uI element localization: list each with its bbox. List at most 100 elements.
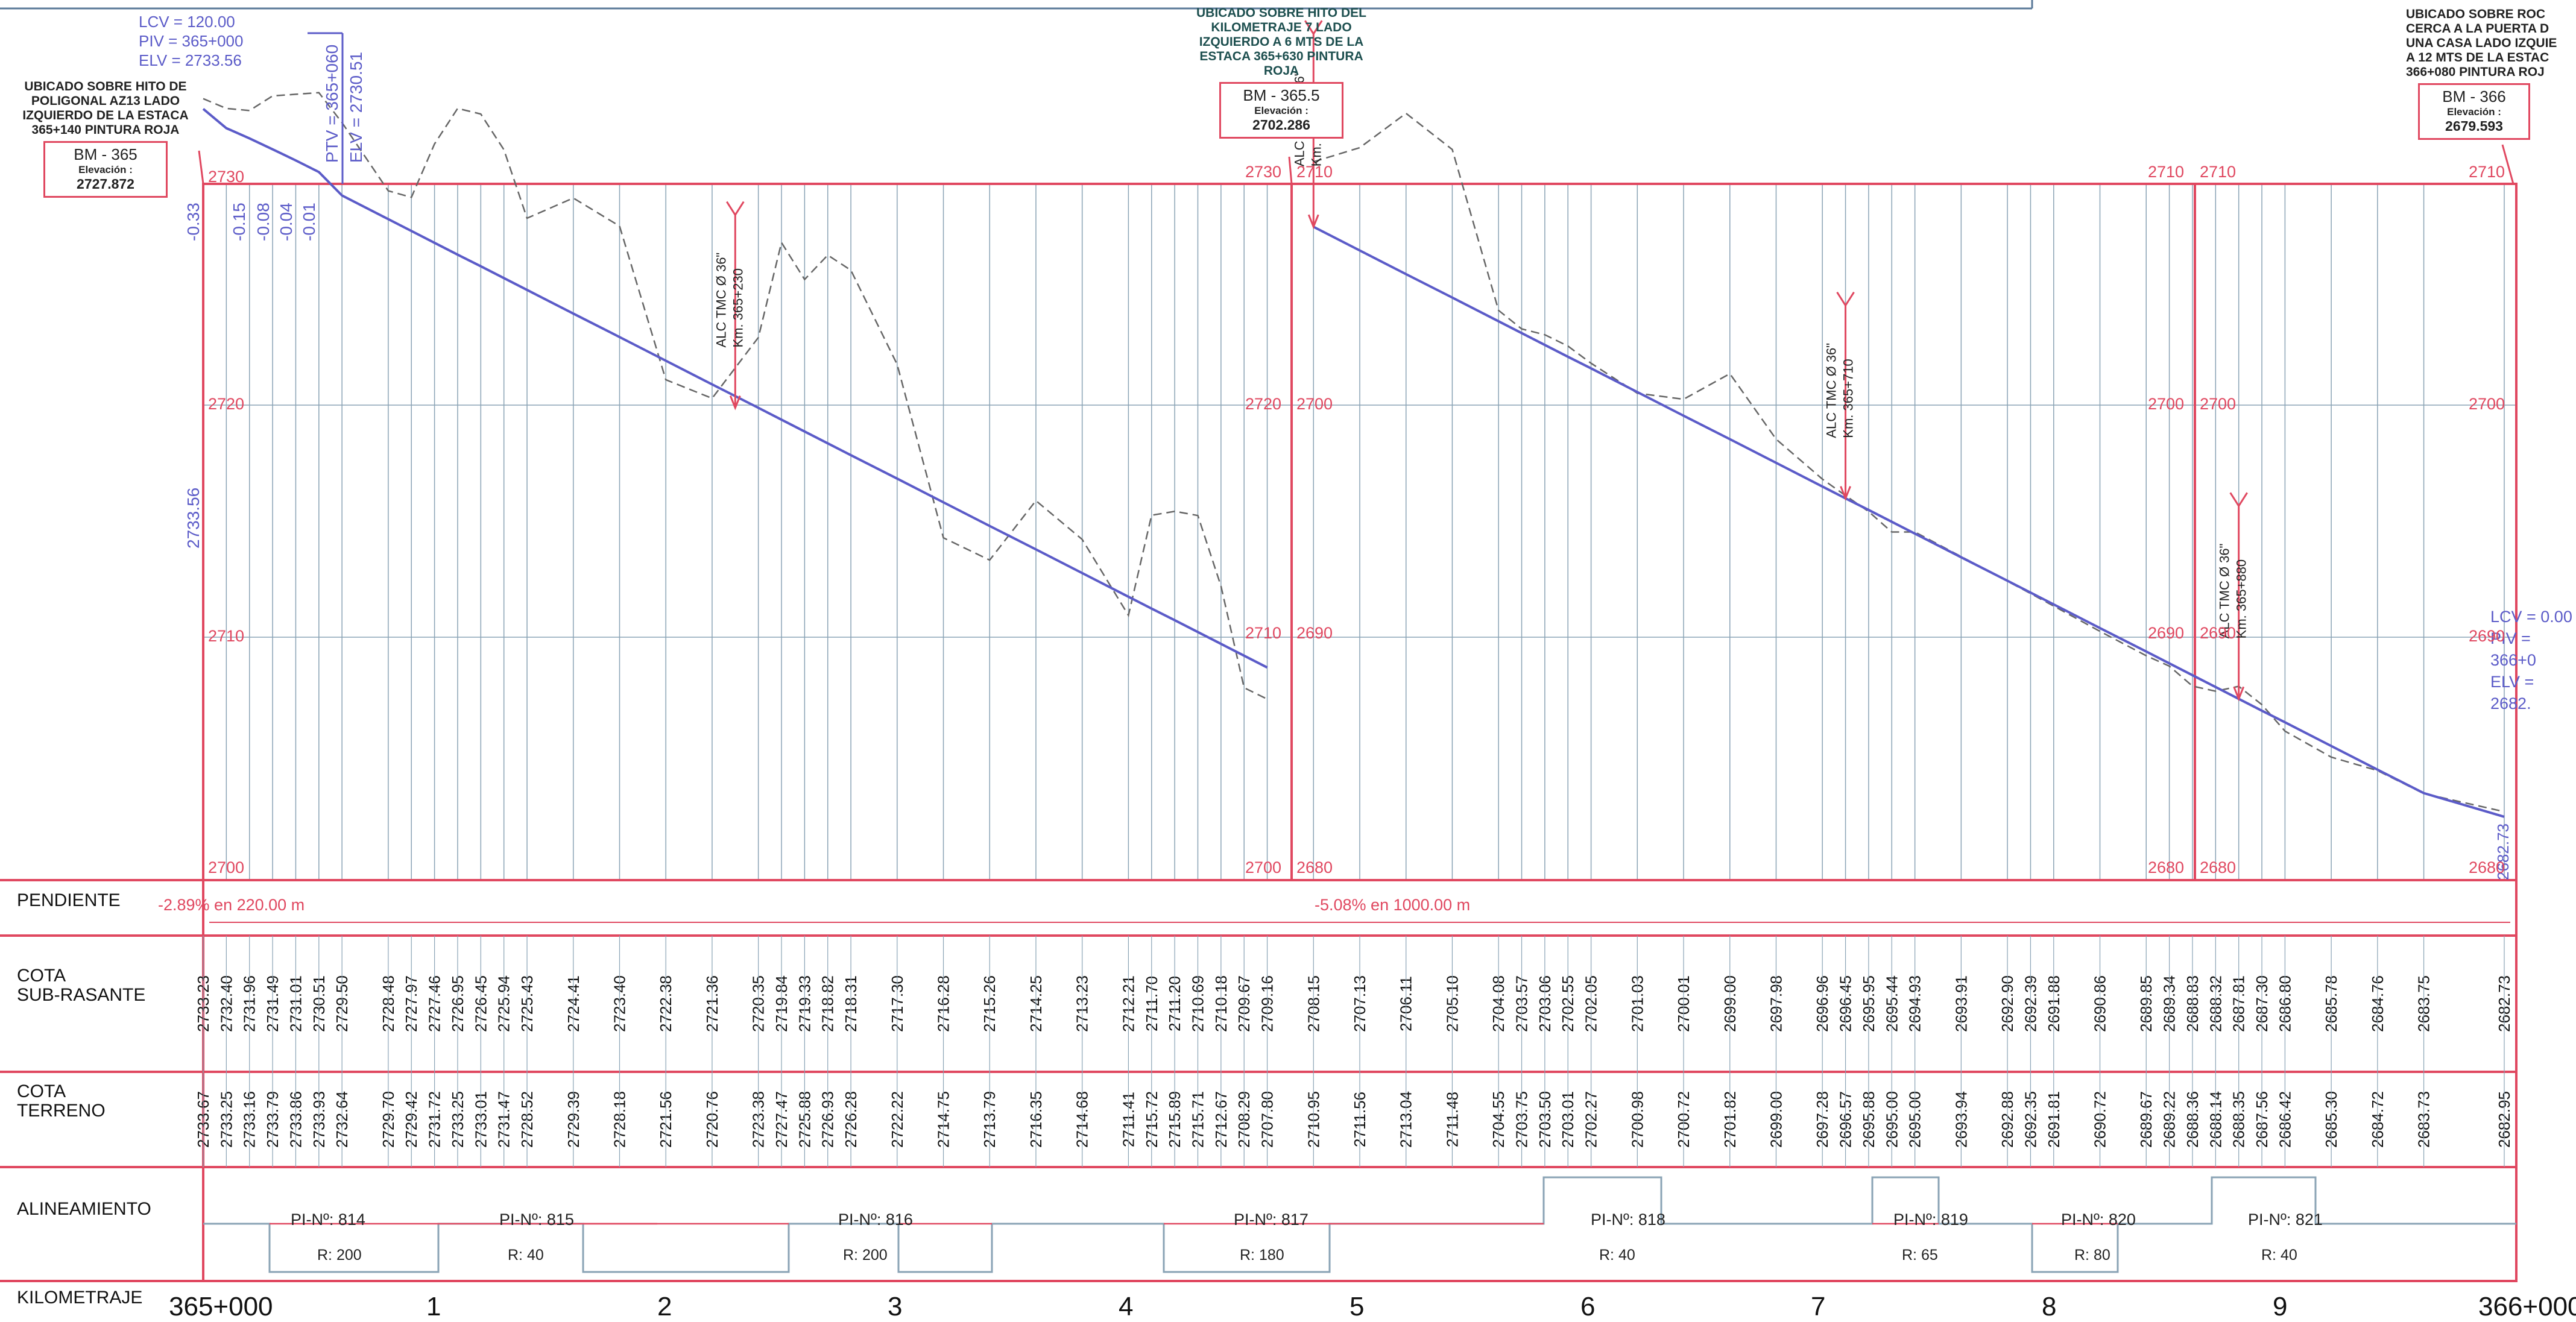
km-label: 1 [426, 1292, 441, 1321]
km-label: 4 [1119, 1292, 1134, 1321]
km-label: 8 [2042, 1292, 2057, 1321]
pendiente-arrows [203, 910, 2510, 934]
km-label: 5 [1350, 1292, 1365, 1321]
elev-label-midright-2690: 2690 [1296, 624, 1333, 642]
elev-label-left-2710: 2710 [208, 627, 245, 645]
elev-label-midleft-2710: 2710 [1245, 624, 1282, 642]
elev-label-re-2710: 2710 [2469, 163, 2505, 181]
elev-label-ra-2700: 2700 [2148, 395, 2185, 413]
pi-label: PI-Nº: 819 [1893, 1210, 1968, 1229]
radius-label: R: 40 [508, 1247, 544, 1264]
culvert-km: Km. 365+230 [730, 268, 745, 347]
piv-label: PIV = 365+000 [139, 32, 244, 50]
elev-label-midright-2680: 2680 [1296, 858, 1333, 877]
elev-label-ra-2680: 2680 [2148, 858, 2185, 877]
alignment-diagram [203, 1176, 2516, 1273]
benchmark-tag: BM - 365.5 Elevación : 2702.286 [1219, 82, 1343, 139]
radius-label: R: 180 [1240, 1247, 1284, 1264]
radius-label: R: 200 [317, 1247, 362, 1264]
elev-label-rb-2700: 2700 [2200, 395, 2237, 413]
grade-line-segment [202, 108, 1268, 669]
elev-label-midright-2710: 2710 [1296, 163, 1333, 181]
row-label-alineamiento: ALINEAMIENTO [17, 1199, 151, 1219]
grade-label-1: -2.89% en 220.00 m [158, 896, 305, 914]
lcv-label: LCV = 120.00 [139, 13, 235, 31]
elev-label-left-2730: 2730 [208, 168, 245, 186]
km-label: 7 [1811, 1292, 1826, 1321]
elev-label-rb-2690: 2690 [2200, 624, 2237, 642]
elev-label-midright-2700: 2700 [1296, 395, 1333, 413]
km-label: 365+000 [169, 1292, 273, 1321]
end-elevation: 2682.73 [2494, 823, 2512, 880]
elv-label: ELV = 2733.56 [139, 51, 242, 69]
curve-offset: -0.01 [300, 203, 318, 241]
benchmark-tag: BM - 366 Elevación : 2679.593 [2418, 83, 2530, 140]
benchmark-markers [198, 144, 2514, 184]
culvert-type: ALC TMC Ø 36" [1824, 343, 1839, 438]
vertical-curve-left: PTV = 365+060 ELV = 2730.51 2733.56 -0.3… [184, 32, 365, 549]
radius-label: R: 40 [2261, 1247, 2297, 1264]
elev-label-re-2690: 2690 [2469, 627, 2505, 645]
elev-label-re-2700: 2700 [2469, 395, 2505, 413]
vertical-curve-left-info: LCV = 120.00 PIV = 365+000 ELV = 2733.56 [139, 12, 243, 70]
grade-line-segment [1313, 225, 2505, 818]
pi-label: PI-Nº: 815 [499, 1210, 574, 1229]
pi-label: PI-Nº: 818 [1591, 1210, 1665, 1229]
terrain-line [1313, 112, 2505, 813]
pi-label: PI-Nº: 821 [2248, 1210, 2323, 1229]
pi-label: PI-Nº: 816 [838, 1210, 913, 1229]
culvert-marker: ALC TMC Ø 36"Km. 365+710 [1824, 291, 1856, 501]
terrain-line [203, 92, 1268, 700]
radius-label: R: 65 [1902, 1247, 1938, 1264]
elev-label-left-2700: 2700 [208, 858, 245, 877]
vertical-curve-right-info: LCV = 0.00 PIV = 366+0 ELV = 2682. [2490, 606, 2576, 714]
elev-label-re-2680: 2680 [2469, 858, 2505, 877]
culvert-type: ALC TMC Ø 36" [713, 253, 728, 348]
ptv-label: PTV = 365+060 [323, 45, 341, 163]
row-label-pendiente: PENDIENTE [17, 890, 121, 910]
elev-label-rb-2710: 2710 [2200, 163, 2237, 181]
grade-label-2: -5.08% en 1000.00 m [1315, 896, 1471, 914]
culvert-type: ALC TMC Ø 36" [2217, 544, 2232, 639]
culvert-marker: ALC TMC Ø 36"Km. 365+230 [713, 201, 745, 411]
lcv-label: LCV = 0.00 [2490, 608, 2572, 626]
end-elevation-value: 2682.73 [2494, 823, 2512, 880]
elev-label-midleft-2730: 2730 [1245, 163, 1282, 181]
elev-label-ra-2690: 2690 [2148, 624, 2185, 642]
benchmark-tag: BM - 365 Elevación : 2727.872 [43, 141, 168, 198]
km-label: 3 [888, 1292, 903, 1321]
culvert-km: Km. 365+880 [2234, 559, 2249, 638]
km-label: 366+000 [2478, 1292, 2576, 1321]
curve-offset: -0.15 [230, 203, 248, 241]
pi-label: PI-Nº: 814 [291, 1210, 365, 1229]
side-elevation: 2733.56 [184, 488, 203, 549]
terrain-profile [203, 92, 2505, 813]
station-lines [203, 184, 2505, 880]
elev-label-left-2720: 2720 [208, 395, 245, 413]
km-label: 9 [2273, 1292, 2288, 1321]
radius-label: R: 40 [1599, 1247, 1635, 1264]
elev-label-midleft-2720: 2720 [1245, 395, 1282, 413]
ptv-elv-label: ELV = 2730.51 [347, 52, 365, 163]
culvert-km: Km. 365+710 [1841, 359, 1856, 438]
radius-label: R: 200 [843, 1247, 888, 1264]
curve-offset: -0.08 [254, 203, 273, 241]
km-label: 6 [1580, 1292, 1596, 1321]
culvert-marker: ALC TMC Ø 36"Km. 365+880 [2217, 492, 2249, 702]
curve-offset: -0.04 [277, 203, 295, 241]
pi-label: PI-Nº: 820 [2061, 1210, 2136, 1229]
radius-label: R: 80 [2074, 1247, 2110, 1264]
row-label-kilometraje: KILOMETRAJE [17, 1288, 143, 1308]
pi-label: PI-Nº: 817 [1234, 1210, 1309, 1229]
